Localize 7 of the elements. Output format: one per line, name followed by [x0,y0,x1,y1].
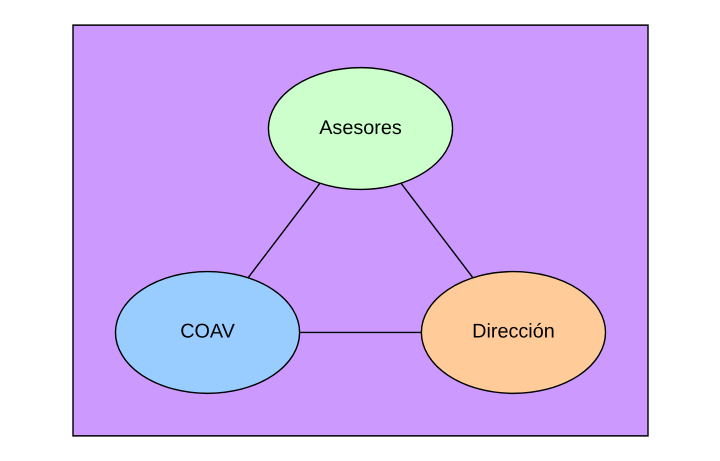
connector [247,182,320,278]
node-ellipse: COAV [114,270,300,394]
cluster [72,24,648,437]
connector [300,332,421,334]
node-ellipse: Dirección [420,270,606,394]
node-ellipse: Asesores [267,66,453,190]
connector [400,182,473,278]
